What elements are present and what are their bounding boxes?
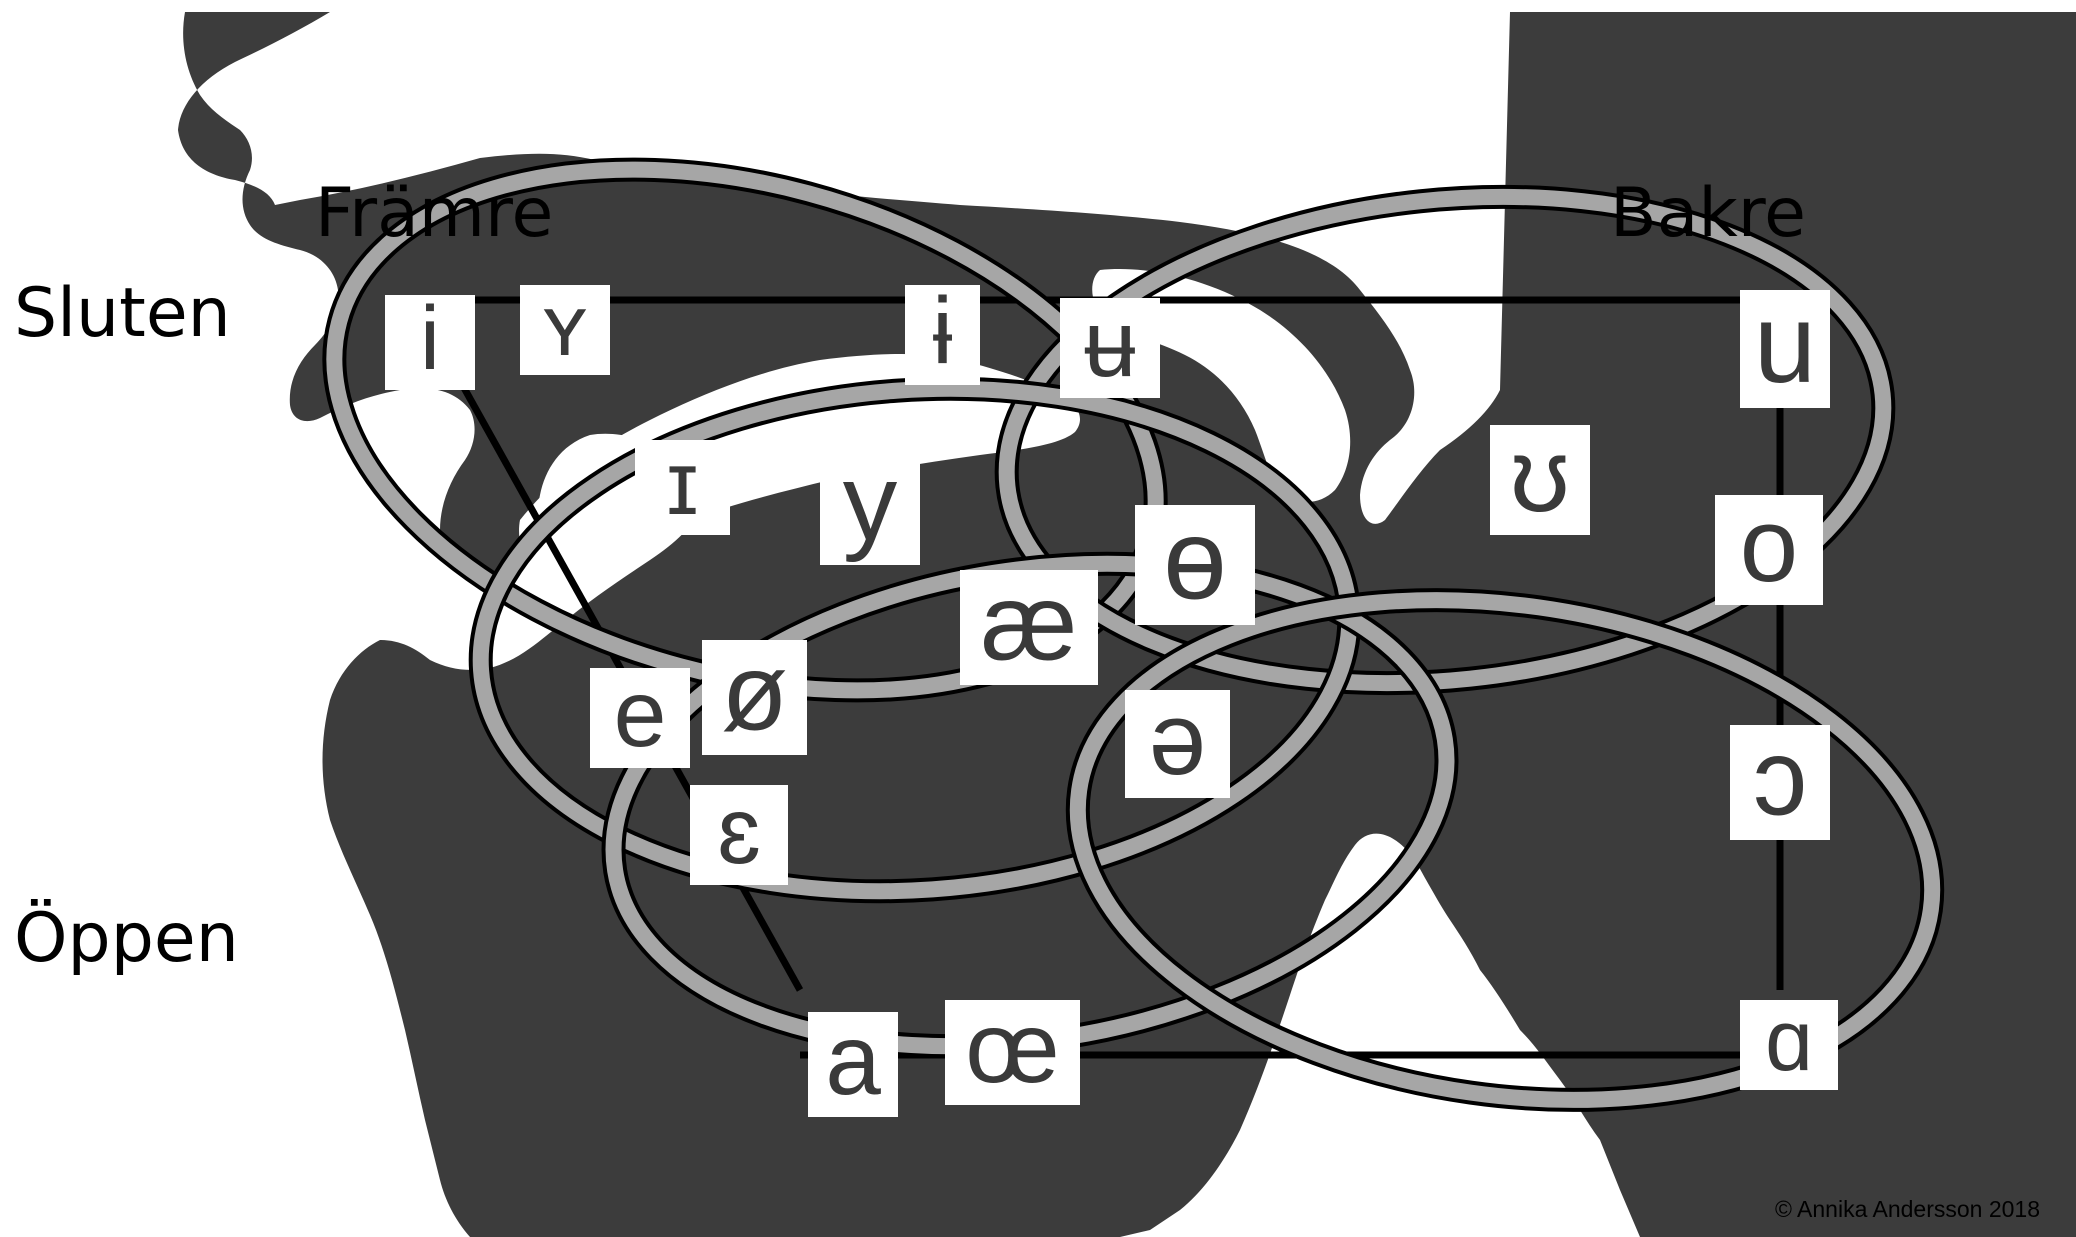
vowel-box — [1740, 1000, 1838, 1090]
vowel-symbol: ø — [721, 632, 788, 754]
vowel-box — [1060, 298, 1160, 398]
vowel-open-back-unrounded: ɑ — [1740, 993, 1838, 1090]
vowel-symbol: ɨ — [932, 278, 953, 384]
vowel-symbol: u — [1754, 281, 1816, 406]
vowel-box — [690, 785, 788, 885]
vowel-box — [808, 1012, 898, 1117]
vowel-near-open-front-unrounded: æ — [960, 562, 1098, 685]
vowel-box — [960, 570, 1098, 685]
vowel-symbol: ə — [1149, 681, 1206, 796]
vowel-close-front-rounded: y — [820, 442, 920, 565]
label-back: Bakre — [1610, 174, 1806, 253]
vowel-near-close-front-rounded: ʏ — [520, 278, 610, 375]
vowel-close-central-rounded: ʉ — [1060, 291, 1160, 398]
vowel-close-mid-front-unrounded: e — [590, 661, 690, 768]
vowel-box — [520, 285, 610, 375]
vowel-box — [1740, 290, 1830, 408]
vowel-symbol: œ — [965, 992, 1059, 1104]
vowel-symbol: æ — [981, 562, 1078, 684]
vowel-box — [945, 1000, 1080, 1105]
vowel-symbol: ɛ — [717, 778, 761, 884]
vowel-symbol: ɪ — [666, 434, 698, 534]
vowel-close-central-unrounded: ɨ — [905, 278, 980, 385]
vowel-symbol: a — [825, 1004, 881, 1116]
vowel-near-close-front-unrounded: ɪ — [635, 434, 730, 535]
vowel-close-back-rounded: u — [1740, 281, 1830, 408]
label-close: Sluten — [14, 274, 231, 353]
vowel-open-front-unrounded: a — [808, 1004, 898, 1117]
copyright-notice: © Annika Andersson 2018 — [1774, 1196, 2040, 1222]
vowel-box — [590, 668, 690, 768]
vowel-symbol: o — [1740, 487, 1798, 604]
vowel-box — [1715, 495, 1823, 605]
vowel-open-mid-back-rounded: ɔ — [1730, 717, 1830, 840]
ring-back-open — [1065, 588, 1945, 1112]
vowel-symbol: y — [843, 442, 898, 564]
vowel-box — [905, 285, 980, 385]
vowel-symbol: ɑ — [1765, 993, 1813, 1089]
vowel-symbol: ɵ — [1163, 497, 1226, 624]
vowel-box — [820, 450, 920, 565]
vowel-close-front-unrounded: i — [385, 289, 475, 390]
vowel-symbol: e — [614, 661, 667, 767]
vowel-open-mid-front-unrounded: ɛ — [690, 778, 788, 885]
vowel-symbol: ʏ — [543, 278, 588, 374]
vowel-close-mid-back-rounded: o — [1715, 487, 1823, 605]
vowel-box — [635, 440, 730, 535]
vowel-mid-central: ə — [1125, 681, 1230, 798]
vowel-symbol: ʉ — [1084, 291, 1137, 397]
vowel-symbol: i — [420, 289, 440, 389]
vowel-near-close-back-rounded: ʊ — [1490, 417, 1590, 535]
label-front: Främre — [315, 174, 554, 253]
oral-cavity-highlight — [519, 354, 1080, 604]
vowel-box — [1135, 505, 1255, 625]
vowel-close-mid-central-rounded: ɵ — [1135, 497, 1255, 625]
vowel-box — [702, 640, 807, 755]
vowel-symbol: ʊ — [1510, 417, 1570, 534]
ring-back-close — [994, 184, 1896, 696]
label-open: Öppen — [14, 899, 239, 978]
vowel-box — [1730, 725, 1830, 840]
vowel-box — [1125, 690, 1230, 798]
vowel-symbol: ɔ — [1753, 717, 1808, 839]
vowel-box — [1490, 425, 1590, 535]
vowel-open-mid-front-rounded: œ — [945, 992, 1080, 1105]
vowel-box — [385, 295, 475, 390]
vowel-close-mid-front-rounded: ø — [702, 632, 807, 755]
